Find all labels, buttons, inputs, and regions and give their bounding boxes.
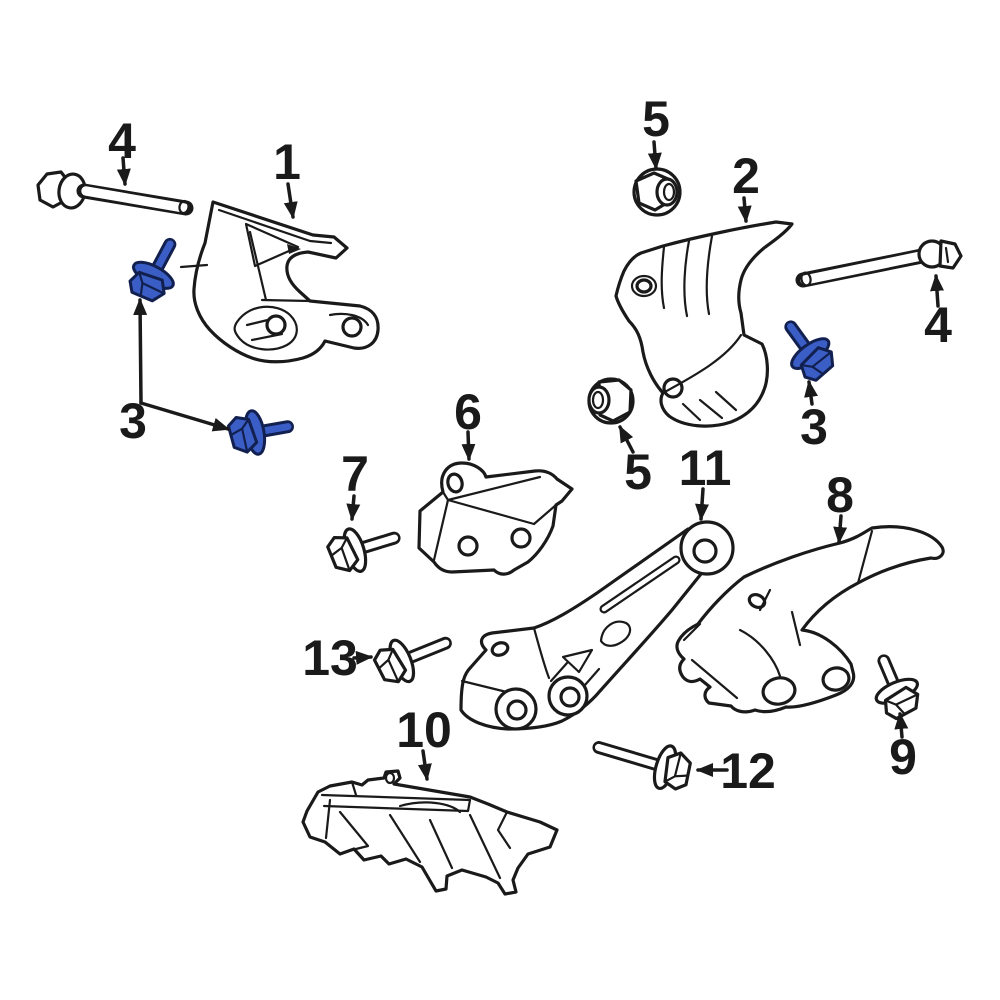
leader-3-right [804, 380, 818, 406]
part-13-hex-flange-bolt [368, 635, 452, 693]
part-12-long-hex-bolt [592, 741, 697, 797]
part-3-blue-bolt-upper-left [120, 237, 179, 310]
callout-3-right: 3 [800, 399, 828, 455]
part-9-hex-bolt [871, 654, 929, 725]
part-4-long-bolt-right [795, 239, 963, 288]
callout-9: 9 [889, 729, 917, 785]
callout-4-right: 4 [924, 297, 952, 353]
part-7-hex-flange-bolt [322, 524, 401, 581]
callout-8: 8 [826, 467, 854, 523]
part-5-flange-nut-lower [587, 377, 635, 425]
callout-1: 1 [273, 134, 301, 190]
leader-6 [461, 430, 476, 461]
leader-3-upper-left [133, 298, 148, 405]
part-8-support-bracket-right [675, 525, 945, 714]
leader-5-upper [647, 140, 662, 170]
callout-labels: 4 1 5 2 4 3 3 5 6 7 11 8 13 9 10 12 [108, 91, 952, 799]
callout-3-left: 3 [119, 393, 147, 449]
callout-13: 13 [302, 630, 358, 686]
part-10-crossmember-bracket [301, 769, 559, 896]
callout-5-lower: 5 [624, 444, 652, 500]
part-2-engine-mount-bracket-right [614, 220, 794, 428]
callout-4-left: 4 [108, 113, 136, 169]
leader-8 [833, 514, 848, 544]
callout-leader-lines [116, 140, 944, 781]
callout-7: 7 [341, 446, 369, 502]
leader-5-lower [618, 425, 635, 454]
part-3-blue-bolt-right [784, 320, 845, 389]
callout-6: 6 [454, 384, 482, 440]
leader-10 [417, 749, 432, 781]
leader-4-left [116, 156, 131, 186]
leader-7 [346, 494, 361, 521]
part-4-long-bolt-left [36, 170, 194, 216]
leader-13 [352, 650, 373, 665]
leader-2 [737, 196, 752, 223]
part-6-support-bracket [417, 461, 574, 576]
callout-12: 12 [720, 743, 776, 799]
part-3-blue-bolt-lower-left [225, 407, 294, 460]
callout-10: 10 [396, 702, 452, 758]
leader-3-lower-left [139, 401, 230, 432]
callout-5-upper: 5 [642, 91, 670, 147]
callout-11: 11 [679, 440, 732, 496]
leader-4-right [930, 274, 944, 308]
part-1-engine-mount-bracket-left [179, 200, 380, 364]
part-5-flange-nut-upper [632, 167, 682, 217]
leader-11 [695, 487, 709, 521]
part-11-torque-strut-arm [459, 520, 735, 731]
callout-2: 2 [732, 148, 760, 204]
leader-9 [894, 712, 909, 739]
leader-1 [283, 182, 298, 219]
